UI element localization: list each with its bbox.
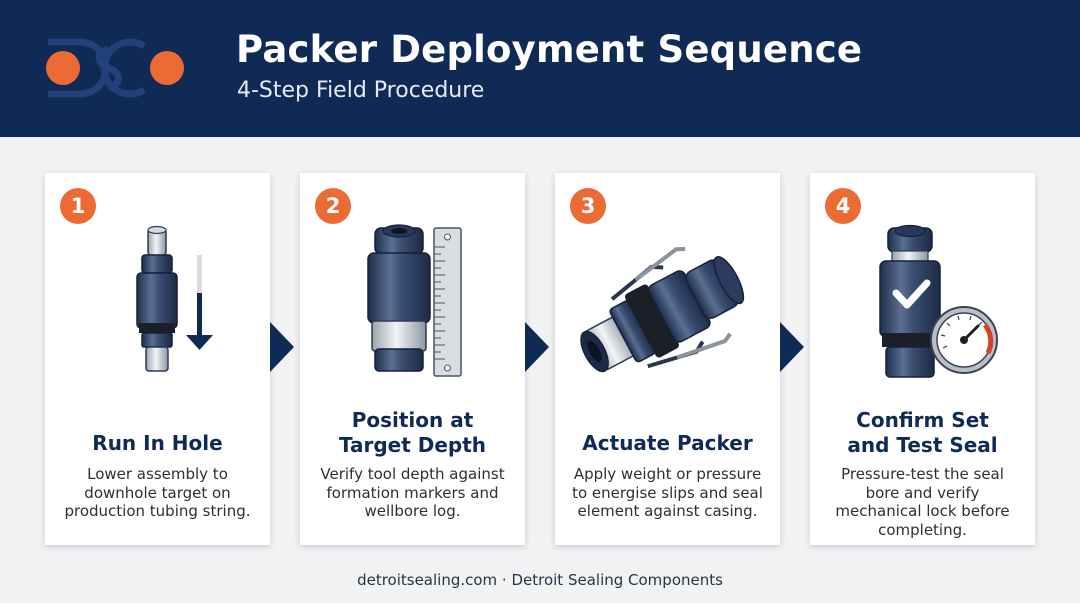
- step-card-3: 3 Actuate Packer Apply weight or pressur…: [555, 173, 780, 545]
- packer-tool-down-arrow-icon: [136, 225, 213, 372]
- step-card-2: 2 Position at Target Depth Verify tool d…: [300, 173, 525, 545]
- footer-credit: detroitsealing.com · Detroit Sealing Com…: [357, 571, 723, 589]
- step-description: Lower assembly to downhole target on pro…: [64, 465, 251, 520]
- step-description: Pressure-test the seal bore and verify m…: [835, 465, 1010, 539]
- packer-check-gauge-icon: [879, 224, 998, 378]
- step-description: Apply weight or pressure to energise sli…: [572, 465, 763, 520]
- step-title: Run In Hole: [92, 431, 223, 455]
- page-title: Packer Deployment Sequence: [236, 28, 863, 71]
- step-description: Verify tool depth against formation mark…: [320, 465, 505, 520]
- page-subtitle: 4-Step Field Procedure: [237, 78, 485, 103]
- step-number-badge: 3: [570, 188, 606, 224]
- step-title: Position at Target Depth: [338, 408, 487, 457]
- chevron-right-icon: [780, 322, 804, 372]
- step-card-1: 1 Run In Hole Lower assembly to downhole…: [45, 173, 270, 545]
- chevron-right-icon: [270, 322, 294, 372]
- step-number-badge: 2: [315, 188, 351, 224]
- step-card-4: 4 Confirm Set and Test Seal Pressure-tes…: [810, 173, 1035, 545]
- step-number-badge: 4: [825, 188, 861, 224]
- header-banner: Packer Deployment Sequence 4-Step Field …: [0, 0, 1080, 137]
- step-title: Actuate Packer: [582, 431, 753, 455]
- step-title: Confirm Set and Test Seal: [847, 408, 998, 457]
- packer-slips-expanded-icon: [580, 247, 745, 373]
- chevron-right-icon: [525, 322, 549, 372]
- packer-tool-ruler-icon: [367, 224, 462, 377]
- company-logo-icon: [46, 38, 184, 98]
- step-number-badge: 1: [60, 188, 96, 224]
